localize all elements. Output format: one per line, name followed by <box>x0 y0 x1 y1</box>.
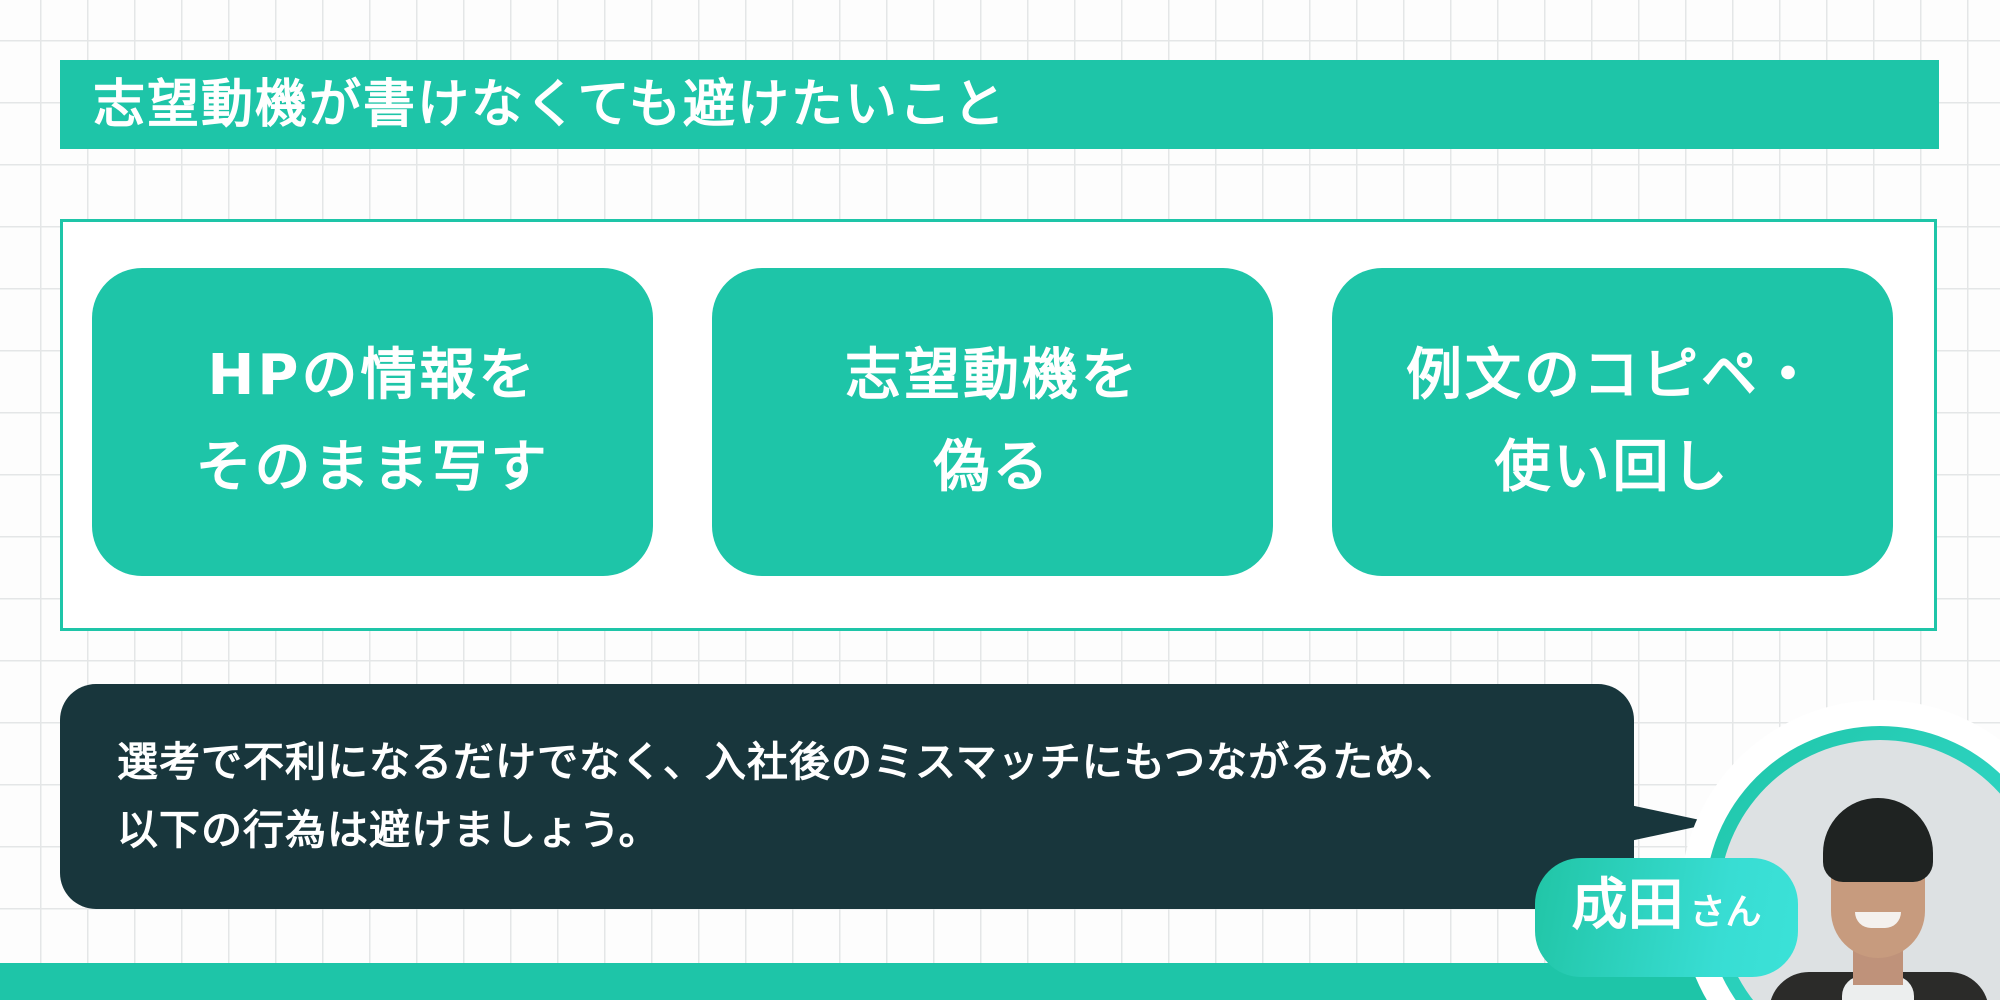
speaker-honorific: さん <box>1689 892 1762 933</box>
speaker-name-badge: 成田 さん <box>1535 858 1798 977</box>
card-line-1: HPの情報を <box>207 343 538 408</box>
hair-shape <box>1823 798 1933 882</box>
speech-line-2: 以下の行為は避けましょう。 <box>117 806 661 854</box>
speaker-name: 成田 <box>1571 873 1684 938</box>
page-title: 志望動機が書けなくても避けたいこと <box>93 74 1007 135</box>
card-copy-hp-info: HPの情報を そのまま写す <box>92 268 653 576</box>
card-copy-paste-reuse: 例文のコピペ・ 使い回し <box>1332 268 1893 576</box>
card-line-2: 使い回し <box>1494 435 1731 500</box>
speech-line-1: 選考で不利になるだけでなく、入社後のミスマッチにもつながるため、 <box>117 738 1459 786</box>
speech-bubble: 選考で不利になるだけでなく、入社後のミスマッチにもつながるため、 以下の行為は避… <box>60 684 1634 909</box>
card-line-2: 偽る <box>933 435 1052 500</box>
page-title-bar: 志望動機が書けなくても避けたいこと <box>60 60 1939 149</box>
card-line-1: 志望動機を <box>845 343 1140 408</box>
card-line-2: そのまま写す <box>195 435 550 500</box>
card-fake-motivation: 志望動機を 偽る <box>712 268 1273 576</box>
smile-shape <box>1855 912 1901 928</box>
card-line-1: 例文のコピペ・ <box>1406 343 1819 408</box>
